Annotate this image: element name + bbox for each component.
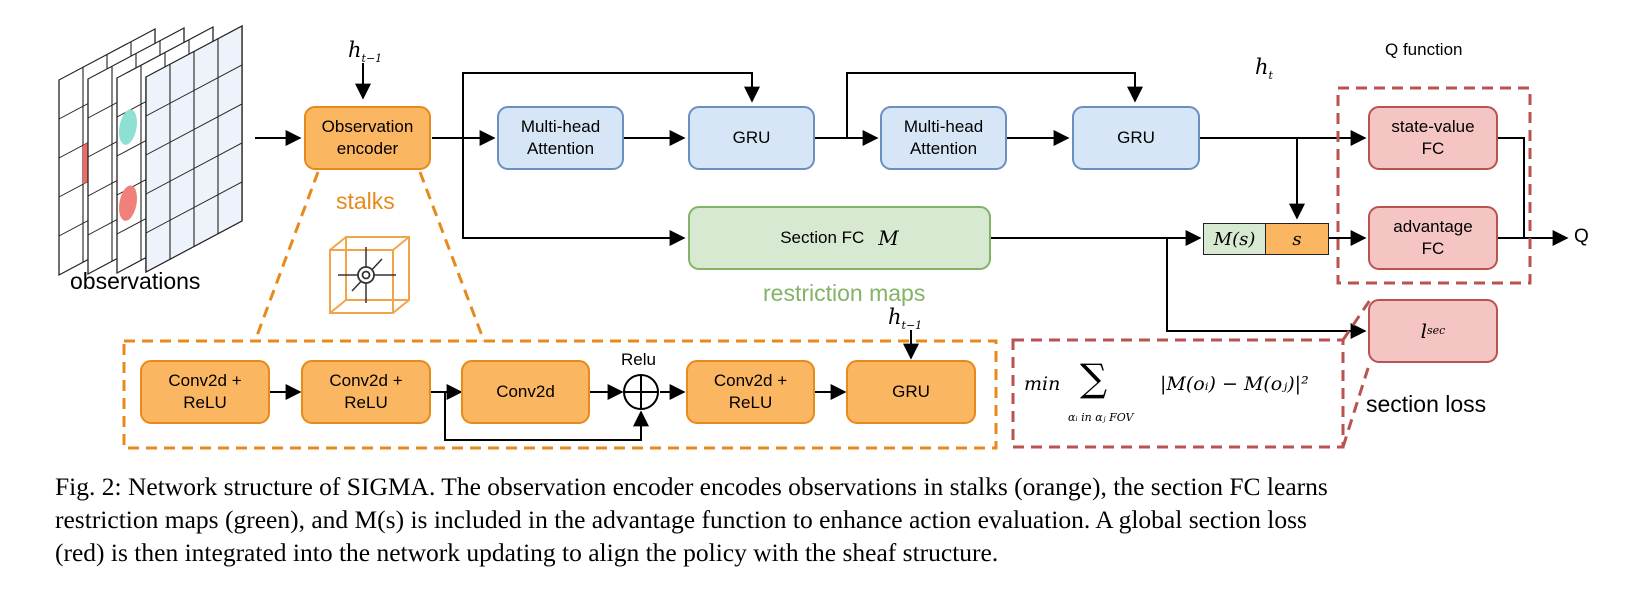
conv-relu-label: Conv2d + ReLU — [168, 371, 242, 412]
stalks-label: stalks — [336, 188, 395, 214]
gru-label: GRU — [892, 382, 930, 401]
conv-block-3: Conv2d — [461, 360, 590, 424]
conv-relu-block-2: Conv2d + ReLU — [301, 360, 431, 424]
section-loss-label: section loss — [1366, 391, 1487, 417]
l-sec-label: l — [1420, 319, 1428, 343]
stalk-cube-icon — [329, 236, 410, 314]
observations-label: observations — [70, 268, 201, 294]
multi-head-attention-block-1: Multi-head Attention — [497, 106, 624, 170]
observation-encoder-label: Observation encoder — [321, 117, 414, 158]
formula-min: min — [1024, 373, 1061, 395]
concat-vector: M(s) s — [1203, 223, 1329, 255]
section-fc-label: Section FC — [780, 228, 865, 247]
formula-body: |M(oᵢ) − M(oⱼ)|² — [1160, 373, 1309, 395]
relu-label: Relu — [621, 350, 656, 369]
mha-label: Multi-head Attention — [903, 117, 984, 158]
h-t-label: ht — [1255, 55, 1273, 83]
caption-line-2: restriction maps (green), and M(s) is in… — [55, 505, 1307, 534]
section-fc-symbol: M — [878, 226, 899, 250]
advantage-fc-block: advantage FC — [1368, 206, 1498, 270]
state-value-fc-label: state-value FC — [1391, 117, 1475, 158]
observation-grids — [58, 24, 243, 276]
grid-layer-4 — [145, 24, 243, 273]
caption-line-1: Fig. 2: Network structure of SIGMA. The … — [55, 472, 1328, 501]
formula-subscript: αᵢ in αⱼ FOV — [1068, 411, 1134, 424]
gru-label: GRU — [732, 128, 771, 147]
h-prev-encoder-label: ht−1 — [888, 305, 923, 333]
conv-relu-label: Conv2d + ReLU — [329, 371, 403, 412]
restriction-maps-label: restriction maps — [763, 280, 926, 306]
ms-cell: M(s) — [1203, 223, 1266, 255]
q-function-region — [1336, 86, 1532, 285]
gru-encoder-block: GRU — [846, 360, 976, 424]
conv-relu-label: Conv2d + ReLU — [713, 371, 788, 412]
q-function-label: Q function — [1385, 40, 1463, 59]
gru-label: GRU — [1117, 128, 1155, 147]
advantage-fc-label: advantage FC — [1393, 217, 1473, 258]
multi-head-attention-block-2: Multi-head Attention — [880, 106, 1007, 170]
s-cell: s — [1266, 223, 1329, 255]
section-fc-block: Section FC M — [688, 206, 991, 270]
gru-block-1: GRU — [688, 106, 815, 170]
encoder-detail-region — [122, 339, 998, 450]
state-value-fc-block: state-value FC — [1368, 106, 1498, 170]
add-relu-icon — [623, 374, 659, 410]
conv-label: Conv2d — [496, 382, 555, 401]
formula-sum-icon: ∑ — [1080, 356, 1108, 400]
caption-line-3: (red) is then integrated into the networ… — [55, 538, 999, 567]
h-prev-label: ht−1 — [348, 38, 383, 66]
conv-relu-block-1: Conv2d + ReLU — [140, 360, 270, 424]
gru-block-2: GRU — [1072, 106, 1200, 170]
mha-label: Multi-head Attention — [520, 117, 601, 158]
observation-encoder-block: Observation encoder — [304, 106, 431, 170]
q-output-label: Q — [1574, 226, 1589, 247]
l-sec-subscript: sec — [1427, 324, 1446, 337]
conv-relu-block-4: Conv2d + ReLU — [686, 360, 815, 424]
figure-caption: Fig. 2: Network structure of SIGMA. The … — [55, 470, 1585, 569]
